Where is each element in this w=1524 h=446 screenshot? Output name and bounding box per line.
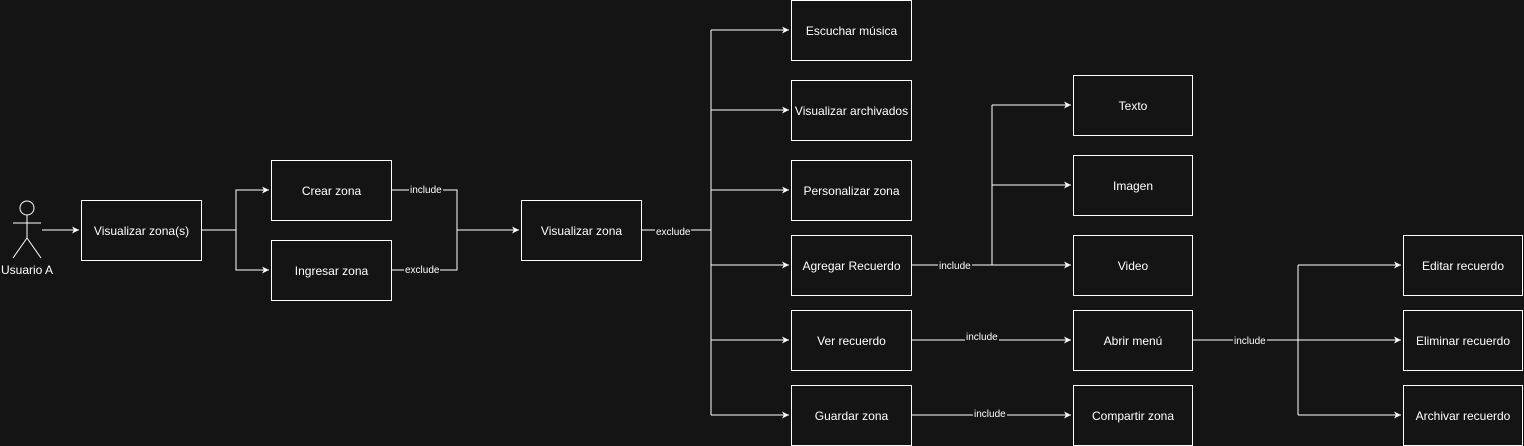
node-editar-recuerdo[interactable]: Editar recuerdo bbox=[1403, 235, 1523, 296]
edge-label-ver-include: include bbox=[965, 332, 999, 343]
edge-label-menu-include: include bbox=[1233, 336, 1267, 347]
node-visualizar-zona[interactable]: Visualizar zona bbox=[521, 200, 642, 261]
node-eliminar-recuerdo[interactable]: Eliminar recuerdo bbox=[1403, 310, 1523, 371]
edge-label-agregar-include: include bbox=[938, 261, 972, 272]
node-texto[interactable]: Texto bbox=[1073, 75, 1193, 136]
node-visualizar-zonas[interactable]: Visualizar zona(s) bbox=[81, 200, 202, 261]
node-guardar-zona[interactable]: Guardar zona bbox=[791, 385, 912, 446]
edge-label-guardar-include: include bbox=[973, 409, 1007, 420]
node-ver-recuerdo[interactable]: Ver recuerdo bbox=[791, 310, 912, 371]
node-agregar-recuerdo[interactable]: Agregar Recuerdo bbox=[791, 235, 912, 296]
node-abrir-menu[interactable]: Abrir menú bbox=[1073, 310, 1193, 371]
edge-ingresar-visualizar-zona bbox=[392, 230, 458, 271]
node-visualizar-archivados[interactable]: Visualizar archivados bbox=[791, 80, 912, 141]
edge-visualizar-zonas-ingresar bbox=[235, 230, 269, 274]
actor-label: Usuario A bbox=[1, 263, 54, 277]
node-imagen[interactable]: Imagen bbox=[1073, 155, 1193, 216]
edge-label-crear-include: include bbox=[409, 185, 443, 196]
edge-crear-visualizar-zona bbox=[392, 189, 519, 234]
node-crear-zona[interactable]: Crear zona bbox=[271, 160, 392, 221]
actor-figure bbox=[12, 200, 42, 259]
node-personalizar-zona[interactable]: Personalizar zona bbox=[791, 160, 912, 221]
edge-visualizar-zonas-crear bbox=[202, 186, 269, 231]
edge-label-visualizar-exclude: exclude bbox=[655, 227, 692, 238]
edge-label-ingresar-exclude: exclude bbox=[404, 265, 441, 276]
node-video[interactable]: Video bbox=[1073, 235, 1193, 296]
node-escuchar-musica[interactable]: Escuchar música bbox=[791, 0, 912, 61]
node-archivar-recuerdo[interactable]: Archivar recuerdo bbox=[1403, 385, 1523, 446]
node-compartir-zona[interactable]: Compartir zona bbox=[1073, 385, 1193, 446]
node-ingresar-zona[interactable]: Ingresar zona bbox=[271, 240, 392, 301]
